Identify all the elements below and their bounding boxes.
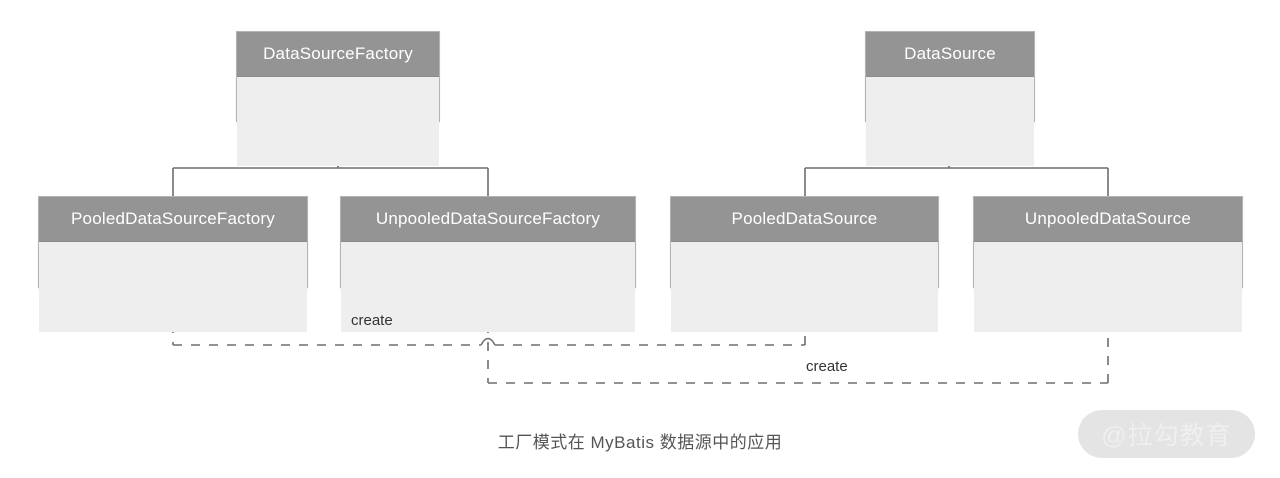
rel-create-pooled-line-hop <box>480 337 496 346</box>
class-body-compartment <box>341 242 635 332</box>
class-name-label: UnpooledDataSource <box>1024 209 1192 228</box>
class-body-compartment <box>866 77 1034 166</box>
class-body-compartment <box>974 242 1242 332</box>
class-body-compartment <box>39 242 307 332</box>
class-box-datasource[interactable]: DataSource <box>865 31 1035 166</box>
class-box-pooleddatasource[interactable]: PooledDataSource <box>670 196 939 332</box>
class-title-bar: PooledDataSourceFactory <box>39 197 307 242</box>
class-body-compartment <box>671 242 938 332</box>
class-name-label: UnpooledDataSourceFactory <box>375 209 601 228</box>
class-name-label: PooledDataSource <box>731 209 878 228</box>
watermark-badge: @拉勾教育 <box>1078 410 1255 458</box>
class-box-datasourcefactory[interactable]: DataSourceFactory <box>236 31 440 166</box>
watermark-text: @拉勾教育 <box>1101 422 1232 450</box>
class-title-bar: DataSource <box>866 32 1034 77</box>
class-body-compartment <box>237 77 439 166</box>
class-title-bar: UnpooledDataSource <box>974 197 1242 242</box>
class-name-label: PooledDataSourceFactory <box>71 209 275 228</box>
class-box-unpooleddatasource[interactable]: UnpooledDataSource <box>973 196 1243 332</box>
class-box-unpooleddatasourcefactory[interactable]: UnpooledDataSourceFactory <box>340 196 636 332</box>
class-title-bar: PooledDataSource <box>671 197 938 242</box>
class-name-label: DataSourceFactory <box>263 44 413 63</box>
class-title-bar: DataSourceFactory <box>237 32 439 77</box>
edge-label-create-pooled: create <box>351 312 393 329</box>
class-box-pooleddatasourcefactory[interactable]: PooledDataSourceFactory <box>38 196 308 332</box>
diagram-caption: 工厂模式在 MyBatis 数据源中的应用 <box>497 433 783 452</box>
class-name-label: DataSource <box>904 44 996 63</box>
class-title-bar: UnpooledDataSourceFactory <box>341 197 635 242</box>
edge-label-create-unpooled: create <box>806 358 848 375</box>
